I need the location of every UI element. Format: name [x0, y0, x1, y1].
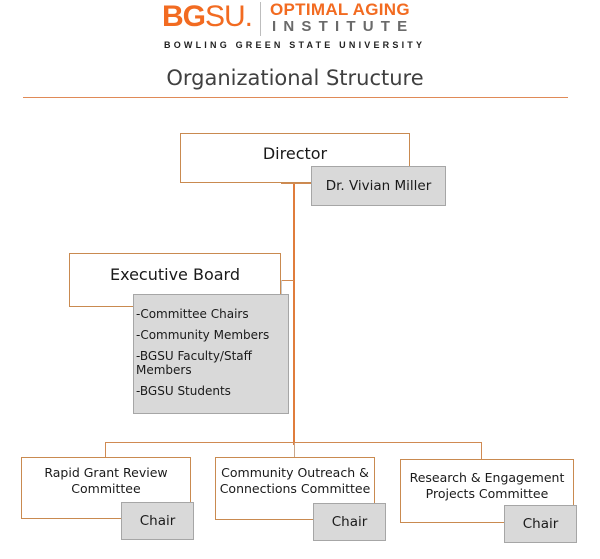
- committee-name: Rapid Grant Review Committee: [44, 465, 168, 496]
- bgsu-optimal-aging-logo: BGSU. OPTIMAL AGING INSTITUTE BOWLING GR…: [162, 0, 424, 52]
- committee-chair-label: Chair: [331, 514, 368, 530]
- committee-chair-box: Chair: [313, 503, 386, 541]
- institute-name-line2: INSTITUTE: [272, 18, 415, 35]
- committee-name: Research & Engagement Projects Committee: [409, 470, 565, 501]
- director-name-box: Dr. Vivian Miller: [311, 166, 446, 206]
- connector-committee-3: [481, 442, 482, 459]
- institute-name-line1: OPTIMAL AGING: [270, 0, 410, 19]
- connector-committee-1: [105, 442, 106, 457]
- committee-name: Community Outreach & Connections Committ…: [219, 465, 371, 496]
- committee-chair-box: Chair: [504, 505, 577, 543]
- executive-board-role: Executive Board: [109, 265, 240, 284]
- university-name: BOWLING GREEN STATE UNIVERSITY: [164, 40, 426, 50]
- director-box: Director: [180, 133, 410, 183]
- connector-director-to-name: [281, 183, 311, 184]
- bgsu-regular-text: SU.: [205, 0, 253, 33]
- executive-board-member: -Committee Chairs: [136, 307, 249, 321]
- connector-committee-2: [294, 443, 295, 457]
- executive-board-member: -BGSU Students: [136, 384, 231, 398]
- connector-committee-bar: [105, 442, 482, 443]
- committee-chair-label: Chair: [522, 516, 559, 532]
- director-name: Dr. Vivian Miller: [325, 178, 432, 194]
- bgsu-wordmark: BGSU.: [162, 0, 253, 33]
- committee-chair-label: Chair: [139, 513, 176, 529]
- page-title: Organizational Structure: [166, 66, 424, 90]
- executive-board-members-box: -Committee Chairs -Community Members -BG…: [133, 294, 289, 414]
- committee-chair-box: Chair: [121, 502, 194, 540]
- bgsu-bold-text: BG: [162, 0, 206, 33]
- connector-main-trunk: [293, 183, 295, 445]
- executive-board-member: -Community Members: [136, 328, 270, 342]
- title-divider: [23, 97, 568, 98]
- connector-exec-branch: [281, 280, 294, 281]
- director-role: Director: [262, 144, 328, 163]
- executive-board-member: -BGSU Faculty/Staff Members: [136, 349, 252, 377]
- logo-divider: [260, 2, 261, 36]
